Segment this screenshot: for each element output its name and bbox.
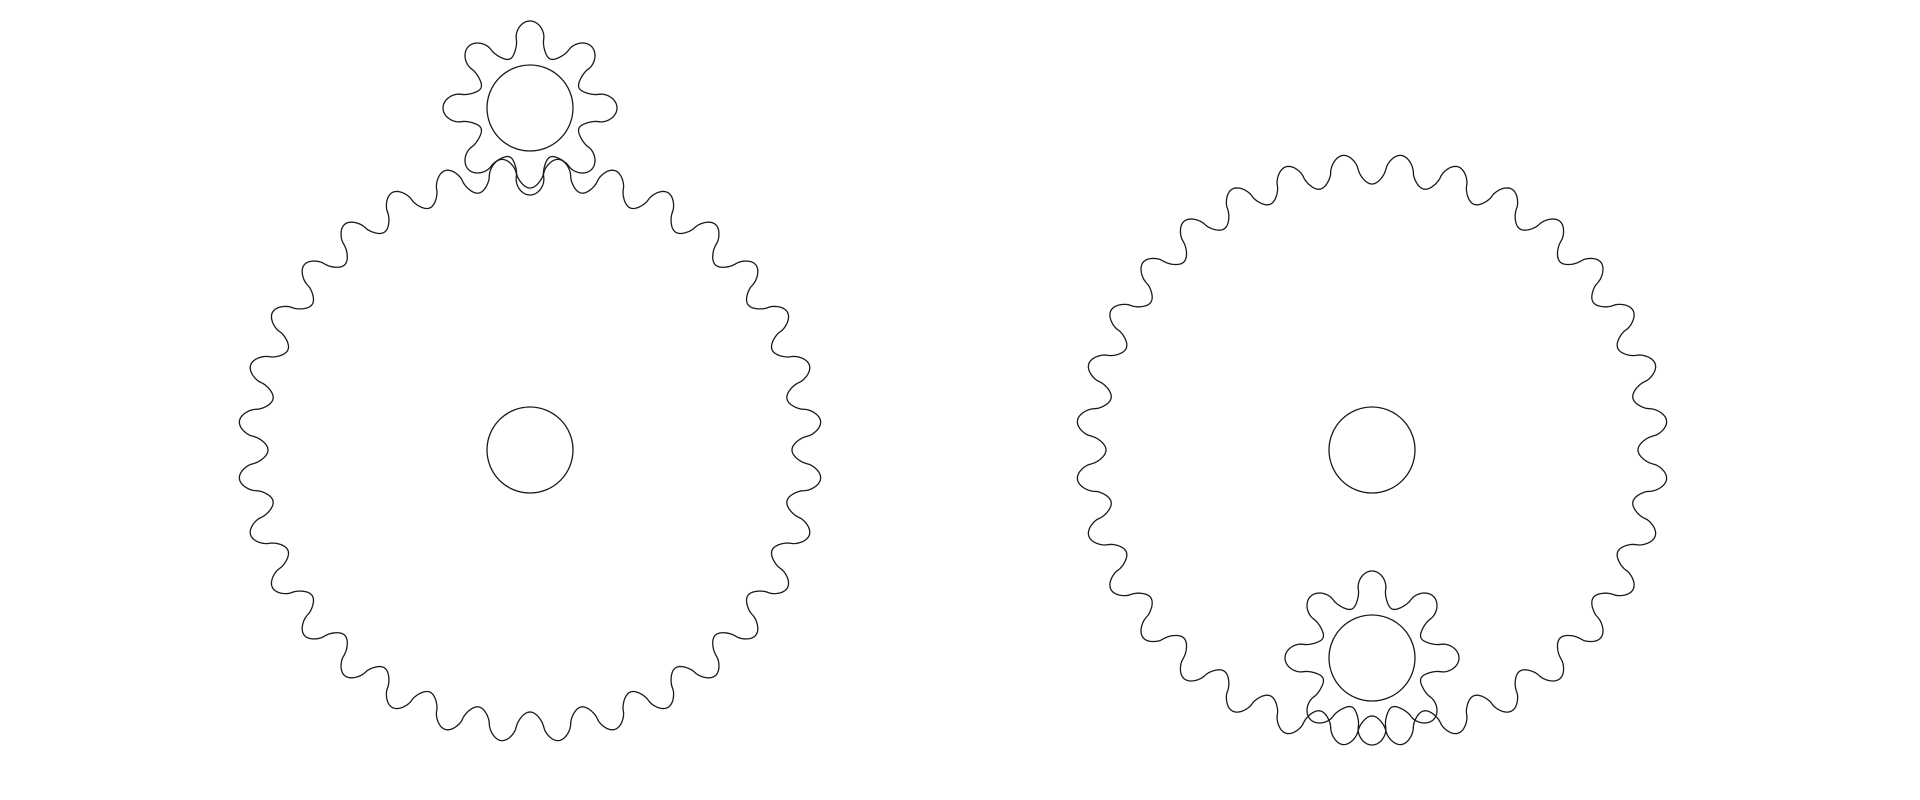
- large-gear-left-outline: [238, 158, 822, 742]
- assembly-right: [1076, 154, 1668, 746]
- large-gear-left-hub: [486, 406, 574, 494]
- pinion-left-outline: [442, 20, 618, 196]
- pinion-right-hub: [1328, 614, 1416, 702]
- pinion-left-hub: [486, 64, 574, 152]
- large-gear-right-hub: [1328, 406, 1416, 494]
- assembly-left: [238, 20, 822, 742]
- large-gear-right-outline: [1076, 154, 1668, 746]
- pinion-right-outline: [1284, 570, 1460, 746]
